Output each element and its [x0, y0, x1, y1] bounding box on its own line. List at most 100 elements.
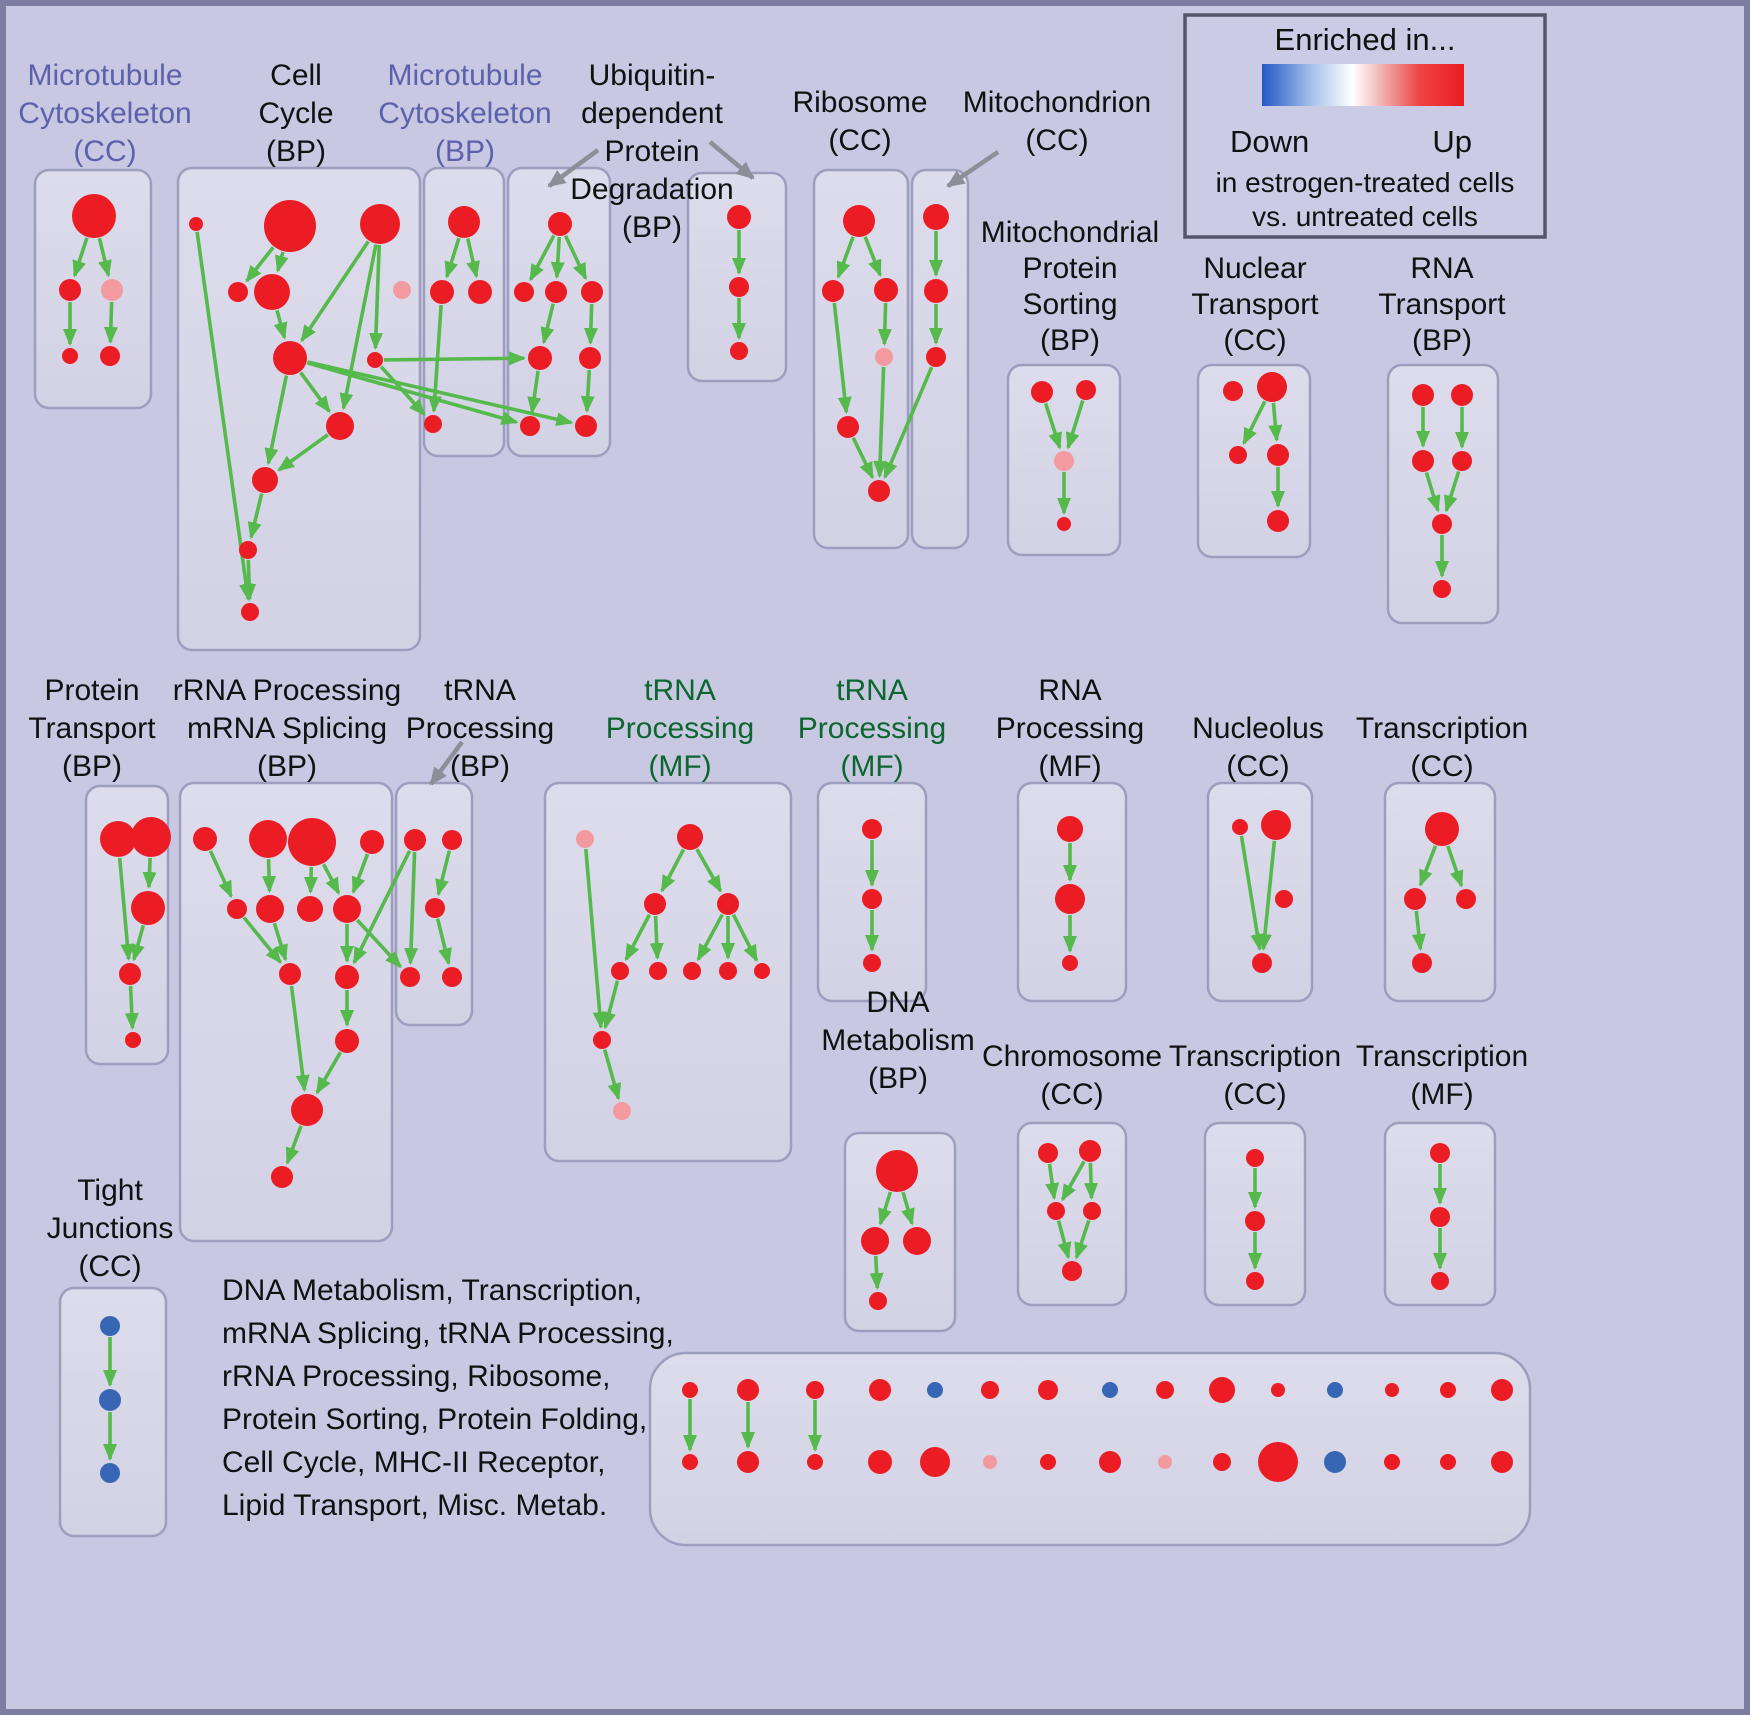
go-term-node-red: [581, 281, 603, 303]
go-term-node-red: [326, 412, 354, 440]
edge-arrow: [299, 371, 331, 414]
go-term-node-red: [131, 891, 165, 925]
go-term-node-red: [100, 346, 120, 366]
go-term-node-red: [1491, 1451, 1513, 1473]
go-term-node-blue: [1102, 1382, 1118, 1398]
edge-arrow: [247, 493, 264, 540]
edge-arrow: [435, 918, 452, 966]
go-term-node-red: [730, 342, 748, 360]
edge-arrow: [208, 850, 233, 899]
edge-arrow: [873, 366, 888, 479]
edge-arrow: [303, 866, 318, 895]
edge-arrow: [131, 924, 146, 962]
go-term-node-red: [1261, 810, 1291, 840]
edge-arrow: [466, 238, 480, 279]
go-term-node-red: [1440, 1454, 1456, 1470]
go-term-node-red: [719, 962, 737, 980]
label-ribosome-cc: Ribosome(CC): [792, 86, 927, 157]
go-term-node-red: [1412, 450, 1434, 472]
edge-arrow: [195, 231, 254, 602]
go-term-node-red: [100, 821, 136, 857]
go-term-node-red: [239, 541, 257, 559]
cluster-box-nuclear-transport-cc: [1196, 363, 1312, 559]
cluster-boxes-layer: [33, 166, 1532, 1547]
go-term-node-red: [1425, 812, 1459, 846]
edge-arrow: [527, 370, 542, 415]
go-term-node-red: [593, 1031, 611, 1049]
edge-arrow: [1242, 400, 1267, 446]
go-term-node-red: [1083, 1202, 1101, 1220]
go-term-node-red: [1246, 1149, 1264, 1167]
go-term-node-pink: [875, 348, 893, 366]
go-term-node-red: [611, 962, 629, 980]
go-term-node-red: [1209, 1377, 1235, 1403]
edge-arrow: [307, 360, 574, 427]
go-term-node-red: [1257, 372, 1287, 402]
edge-arrow: [540, 303, 555, 345]
go-term-node-red: [442, 967, 462, 987]
go-term-node-red: [1384, 1454, 1400, 1470]
go-term-node-red: [125, 1032, 141, 1048]
go-term-node-pink: [393, 281, 411, 299]
edge-arrow: [245, 246, 275, 283]
go-term-node-red: [189, 217, 203, 231]
go-term-node-blue: [99, 1389, 121, 1411]
go-term-node-red: [754, 963, 770, 979]
go-term-node-red: [806, 1381, 824, 1399]
go-term-node-red: [683, 962, 701, 980]
edge-arrow: [272, 922, 288, 962]
edge-arrow: [300, 240, 370, 343]
go-term-node-red: [837, 416, 859, 438]
edge-arrow: [528, 234, 556, 282]
edge-arrow: [1060, 1160, 1086, 1202]
edge-arrow: [383, 351, 527, 366]
edge-arrow: [869, 1255, 884, 1291]
go-term-node-red: [271, 1166, 293, 1188]
go-term-node-pink: [1158, 1455, 1172, 1469]
go-term-node-red: [1246, 1272, 1264, 1290]
go-term-node-red: [227, 899, 247, 919]
go-term-node-red: [920, 1447, 950, 1477]
edge-arrow: [355, 918, 402, 969]
go-term-node-red: [737, 1451, 759, 1473]
edge-arrow: [624, 913, 652, 962]
go-term-node-red: [717, 893, 739, 915]
go-term-node-red: [360, 830, 384, 854]
go-term-node-red: [291, 1094, 323, 1126]
pointer-arrows-layer: [429, 140, 1000, 786]
edge-arrow: [97, 237, 112, 278]
go-term-node-red: [254, 274, 290, 310]
go-term-node-red: [1431, 1272, 1449, 1290]
go-term-node-red: [1047, 1202, 1065, 1220]
legend-gradient-bar: [1262, 64, 1464, 106]
go-term-node-red: [682, 1382, 698, 1398]
edge-arrow: [550, 236, 565, 280]
go-term-node-red: [279, 963, 301, 985]
go-term-node-red: [1385, 1383, 1399, 1397]
edge-arrow: [1084, 1162, 1099, 1201]
go-term-node-red: [822, 280, 844, 302]
go-term-node-red: [862, 819, 882, 839]
edge-arrow: [315, 1051, 343, 1095]
edge-arrow: [103, 301, 118, 345]
go-term-node-red: [1229, 446, 1247, 464]
go-term-node-red: [1412, 384, 1434, 406]
go-term-node-red: [649, 962, 667, 980]
go-term-node-pink: [1054, 451, 1074, 471]
edge-arrow: [1239, 835, 1265, 952]
go-term-node-pink: [101, 279, 123, 301]
legend-title: Enriched in...: [1275, 22, 1456, 57]
go-term-node-red: [1440, 1382, 1456, 1398]
go-term-node-red: [1275, 890, 1293, 908]
label-transcription-cc-bottom: Transcription(CC): [1169, 1040, 1341, 1111]
pointer-arrow: [547, 148, 600, 188]
edge-arrow: [883, 366, 934, 480]
go-term-node-blue: [100, 1316, 120, 1336]
go-term-node-red: [1156, 1381, 1174, 1399]
go-term-node-red: [1456, 889, 1476, 909]
